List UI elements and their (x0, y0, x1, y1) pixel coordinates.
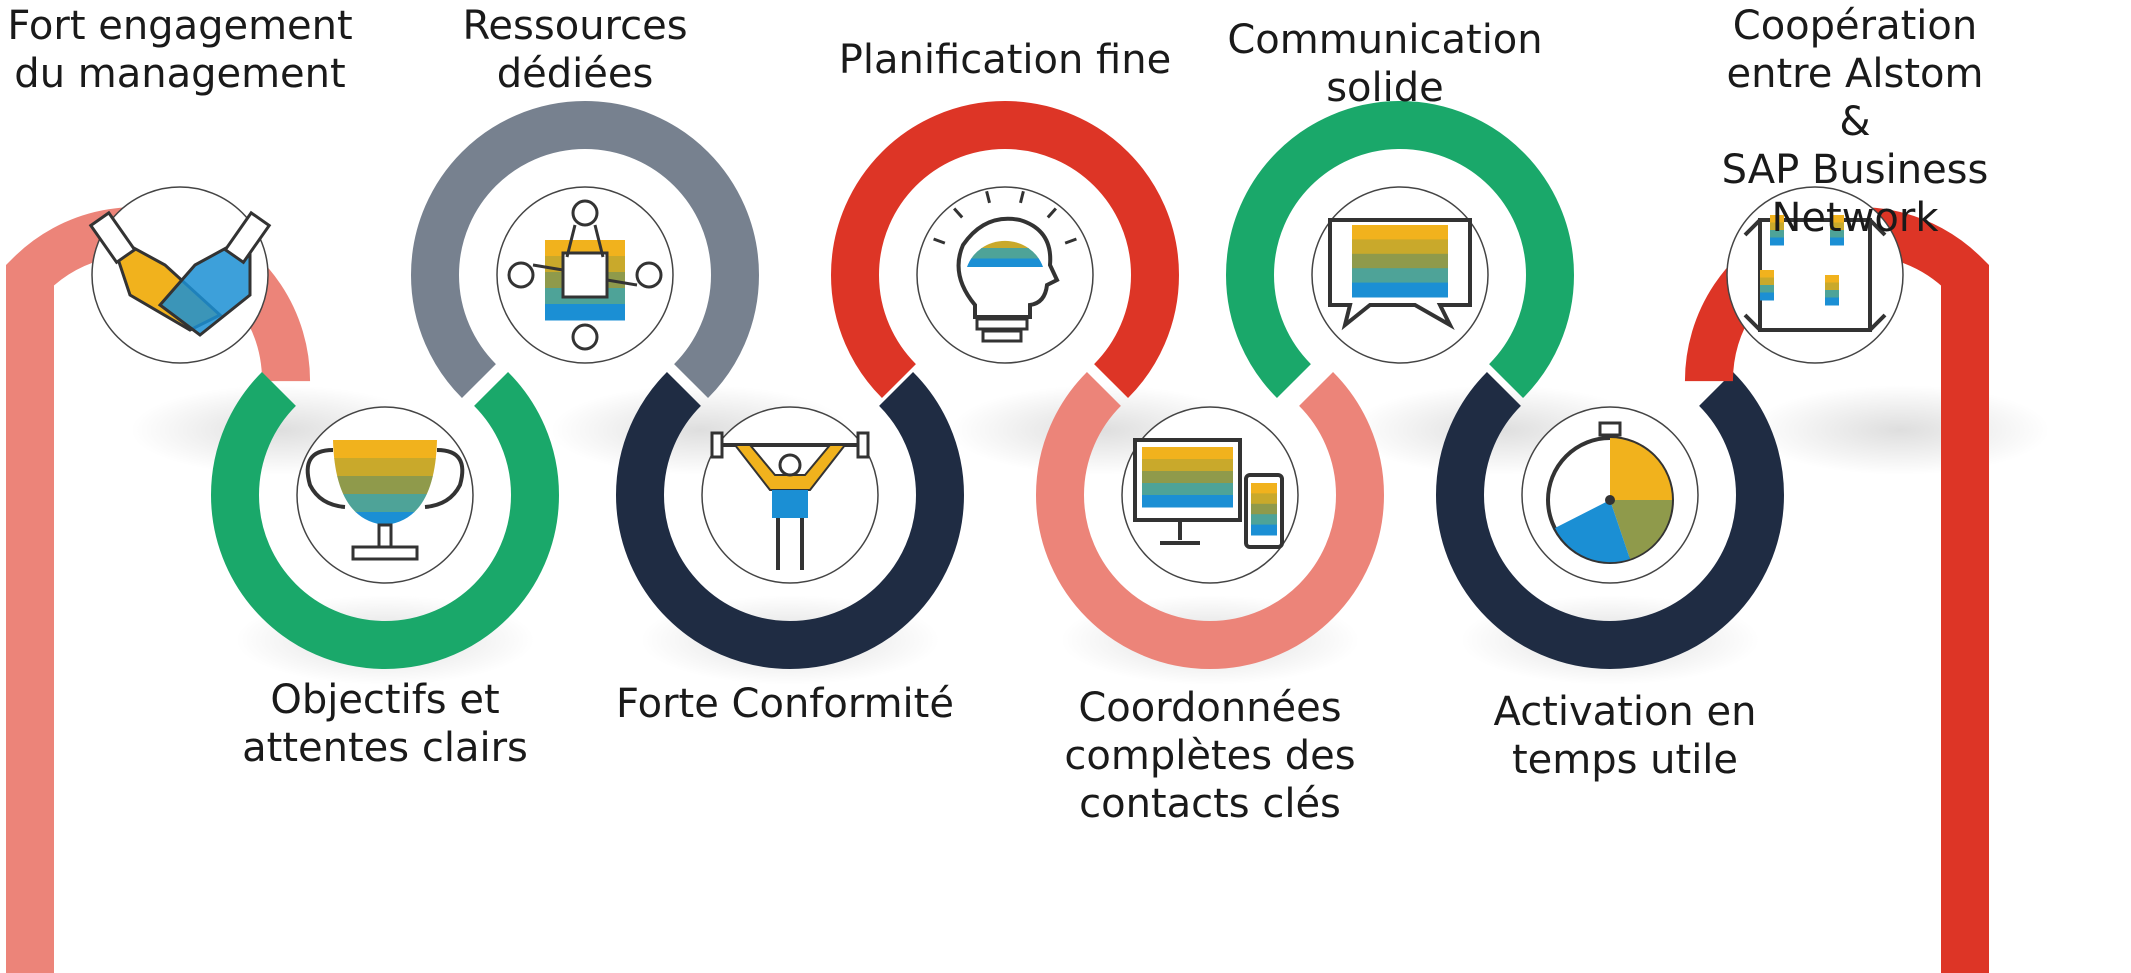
handshake-icon (88, 210, 272, 337)
step-label-compliance: Forte Conformité (616, 681, 954, 727)
linked-hands-icon (1743, 215, 1887, 332)
ribbon-segment-6 (1036, 372, 1384, 669)
step-label-objectives: Objectifs et attentes clairs (242, 677, 528, 771)
step-label-resources: Ressources dédiées (462, 3, 688, 97)
ribbon-segment-8 (1436, 372, 1784, 669)
ribbon-segment-2 (211, 372, 559, 669)
devices-icon (1133, 438, 1284, 549)
step-label-commitment: Fort engagement du management (7, 3, 353, 97)
step-label-communication: Communication solide (1227, 17, 1543, 111)
ribbon-shadow (1750, 385, 2050, 475)
ribbon-segment-4 (616, 372, 964, 669)
step-label-activation: Activation en temps utile (1493, 689, 1757, 783)
icon-frame (916, 186, 1094, 364)
step-label-contacts: Coordonnées complètes des contacts clés (1064, 685, 1356, 827)
ribbon-segment-3 (411, 101, 759, 398)
ribbon-segment-5 (831, 101, 1179, 398)
team-table-icon (507, 199, 663, 351)
step-label-cooperation: Coopération entre Alstom & SAP Business … (1721, 3, 1989, 241)
step-label-planning: Planification fine (838, 37, 1172, 83)
weightlifter-icon (710, 431, 870, 570)
lightbulb-head-icon (933, 190, 1077, 343)
stopwatch-icon (1546, 421, 1674, 564)
icon-frame (91, 186, 269, 364)
chat-bubbles-icon (1328, 218, 1472, 331)
ribbon-segment-7 (1226, 101, 1574, 398)
